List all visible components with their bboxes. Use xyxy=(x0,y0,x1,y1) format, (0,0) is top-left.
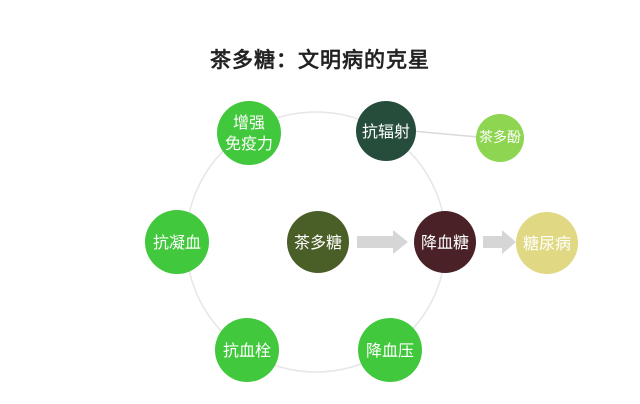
node-diabetes: 糖尿病 xyxy=(516,212,578,274)
node-lower-glucose-label: 降血糖 xyxy=(420,232,469,252)
node-diabetes-label: 糖尿病 xyxy=(522,233,571,253)
node-lower-pressure: 降血压 xyxy=(358,318,422,382)
node-anticoagulant-label: 抗凝血 xyxy=(152,232,201,252)
node-radiation: 抗辐射 xyxy=(356,101,416,161)
node-anticoagulant: 抗凝血 xyxy=(145,210,209,274)
node-polyphenol-label: 茶多酚 xyxy=(479,129,521,146)
node-lower-pressure-label: 降血压 xyxy=(365,340,414,360)
link-radiation-polyphenol xyxy=(411,130,479,138)
page-title: 茶多糖：文明病的克星 xyxy=(210,48,430,72)
node-antithrombotic: 抗血栓 xyxy=(215,318,279,382)
node-immunity-label: 增强 免疫力 xyxy=(224,113,273,153)
node-lower-glucose: 降血糖 xyxy=(414,211,476,273)
node-tea-polysaccharide-label: 茶多糖 xyxy=(293,232,342,252)
arrow-glucose-to-diabetes xyxy=(483,230,516,254)
node-antithrombotic-label: 抗血栓 xyxy=(222,340,271,360)
node-radiation-label: 抗辐射 xyxy=(361,121,410,141)
node-polyphenol: 茶多酚 xyxy=(476,114,524,162)
node-tea-polysaccharide: 茶多糖 xyxy=(287,211,349,273)
node-immunity: 增强 免疫力 xyxy=(217,101,281,165)
arrow-polysaccharide-to-glucose xyxy=(357,230,408,254)
